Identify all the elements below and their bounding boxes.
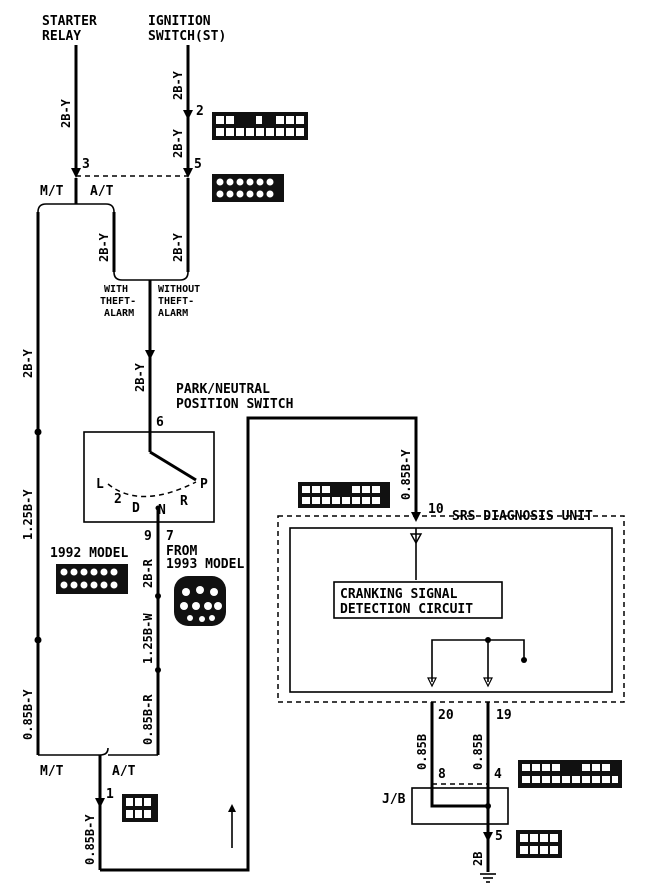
pn-switch-arc (107, 481, 197, 498)
splice-1 (34, 428, 42, 436)
mt-label-top: M/T (40, 184, 64, 199)
switch-pos-r: R (180, 494, 188, 509)
pin-4: 4 (494, 767, 502, 782)
wire-label-085by-bottom: 0.85B-Y (83, 814, 97, 865)
wire-label-085b-a: 0.85B (415, 734, 429, 770)
splice-3 (155, 593, 161, 599)
srs-unit-dashed (277, 515, 625, 703)
wire-to-srs (100, 416, 418, 872)
wire-label-085by-left: 0.85B-Y (21, 689, 35, 740)
connector-icon-10 (298, 482, 390, 508)
srs-junction (485, 637, 491, 643)
cranking-label: CRANKING SIGNAL (340, 587, 458, 602)
model-1992-label: 1992 MODEL (50, 546, 128, 561)
jb-box (411, 787, 509, 825)
splice-2 (34, 636, 42, 644)
jb-splice (485, 803, 491, 809)
connector-icon-5 (212, 174, 284, 202)
with-theft-label: WITH (104, 284, 128, 295)
switch-pos-p: P (200, 477, 208, 492)
mt-label-bottom: M/T (40, 764, 64, 779)
from-1993-label-2: 1993 MODEL (166, 557, 244, 572)
wire-label-085b-b: 0.85B (471, 734, 485, 770)
srs-ground-dot (521, 657, 527, 663)
jb-internal (430, 786, 488, 808)
ignition-switch-label: IGNITION (148, 14, 211, 29)
arrow-pin-1 (95, 798, 105, 808)
connector-icon-jb (518, 760, 622, 788)
srs-internal-ground (431, 639, 525, 682)
switch-pos-l: L (96, 477, 104, 492)
at-label-top: A/T (90, 184, 114, 199)
pn-switch-label-2: POSITION SWITCH (176, 397, 293, 412)
pn-switch-arm (149, 450, 197, 482)
at-label-bottom: A/T (112, 764, 136, 779)
wire-label-085br: 0.85B-R (141, 694, 155, 745)
switch-pos-n: N (158, 503, 166, 518)
pin-6: 6 (156, 415, 164, 430)
wire-label-2by-b: 2B-Y (171, 70, 185, 100)
wire-label-2by-mt: 2B-Y (21, 348, 35, 378)
srs-out-20 (427, 677, 437, 688)
from-1993-label: FROM (166, 544, 197, 559)
cranking-circuit-box (333, 581, 503, 619)
connector-icon-1992 (56, 564, 128, 594)
wire-label-2by-without: 2B-Y (171, 232, 185, 262)
jb-label: J/B (382, 792, 406, 807)
connector-icon-1993 (174, 576, 226, 626)
pin-1: 1 (106, 787, 114, 802)
without-theft-label-2: THEFT- (158, 296, 194, 307)
terminal-5-arrow (183, 168, 193, 178)
arrow-pn (145, 350, 155, 360)
ignition-switch-label-2: SWITCH(ST) (148, 29, 226, 44)
direction-arrow-head (228, 804, 236, 812)
mt-at-split-top (37, 203, 115, 213)
starter-relay-label: STARTER (42, 14, 97, 29)
wire-label-2by-with: 2B-Y (97, 232, 111, 262)
terminal-2-arrow (183, 110, 193, 120)
theft-alarm-join (113, 271, 189, 281)
splice-4 (155, 667, 161, 673)
switch-pos-2: 2 (114, 492, 122, 507)
wire-label-2by-c: 2B-Y (171, 128, 185, 158)
srs-out-19 (483, 677, 493, 688)
wire-label-125by: 1.25B-Y (21, 489, 35, 540)
pin-9: 9 (144, 529, 152, 544)
pin-7: 7 (166, 529, 174, 544)
pin-2: 2 (196, 104, 204, 119)
wire-label-085by-right: 0.85B-Y (399, 449, 413, 500)
pin-8: 8 (438, 767, 446, 782)
connector-icon-1 (122, 794, 158, 822)
mt-at-join-left (38, 747, 109, 756)
pin-5: 5 (194, 157, 202, 172)
terminal-3-arrow (71, 168, 81, 178)
connector-icon-top (212, 112, 308, 140)
wire-label-2br: 2B-R (141, 558, 155, 588)
pin-20: 20 (438, 708, 454, 723)
with-theft-label-2: THEFT- (100, 296, 136, 307)
pn-switch-label: PARK/NEUTRAL (176, 382, 270, 397)
pin-5-bottom: 5 (495, 829, 503, 844)
pin-3: 3 (82, 157, 90, 172)
connector-icon-ground (516, 830, 562, 858)
pin-10: 10 (428, 502, 444, 517)
wire-label-2b: 2B (471, 852, 485, 866)
wire-label-125bw: 1.25B-W (141, 613, 155, 664)
starter-relay-label-2: RELAY (42, 29, 81, 44)
without-theft-label-3: ALARM (158, 308, 188, 319)
cranking-label-2: DETECTION CIRCUIT (340, 602, 473, 617)
srs-terminal-arrow (411, 512, 421, 522)
wire-label-2by-pn: 2B-Y (133, 362, 147, 392)
pin-19: 19 (496, 708, 512, 723)
with-theft-label-3: ALARM (104, 308, 134, 319)
srs-unit-inner (289, 527, 613, 693)
arrow-pin-5 (483, 832, 493, 842)
wire-label-2by-a: 2B-Y (59, 98, 73, 128)
without-theft-label: WITHOUT (158, 284, 200, 295)
srs-diode (409, 533, 423, 545)
switch-pos-d: D (132, 501, 140, 516)
